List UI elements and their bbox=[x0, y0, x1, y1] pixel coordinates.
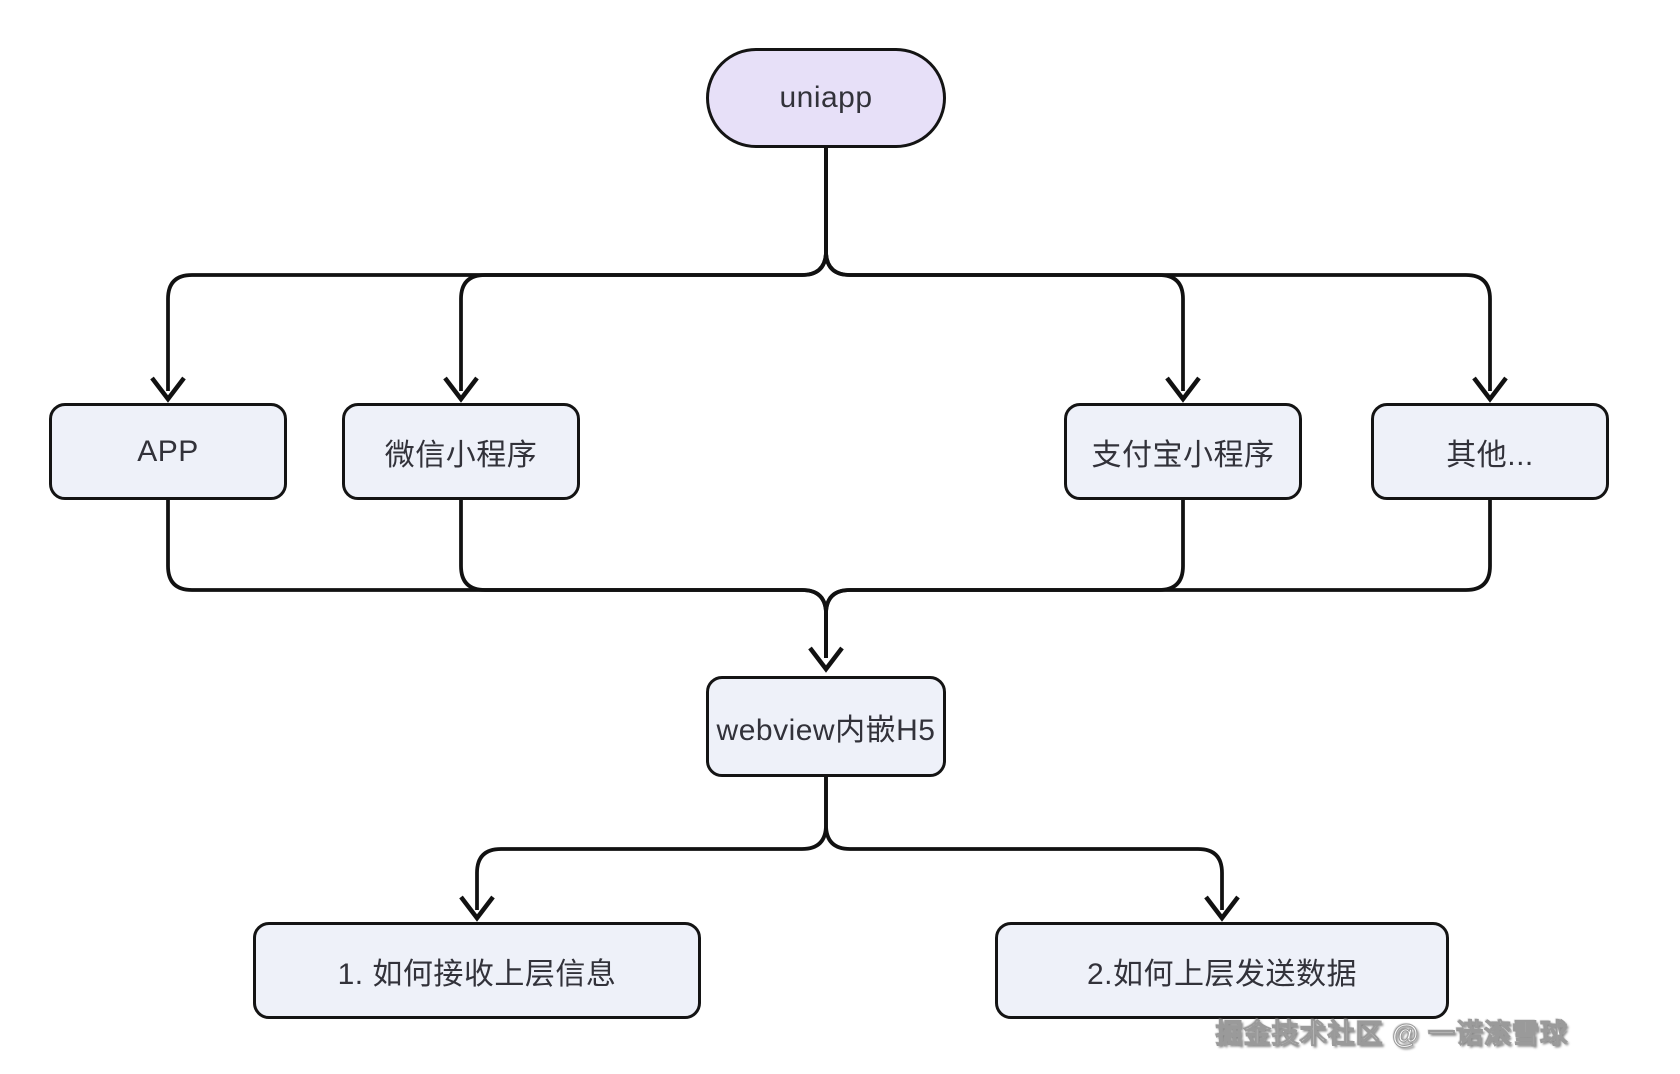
edge-uniapp-to-alipay bbox=[824, 148, 1185, 391]
node-app: APP bbox=[49, 403, 287, 500]
node-q1-label: 1. 如何接收上层信息 bbox=[337, 957, 617, 991]
node-webview-label: webview内嵌H5 bbox=[716, 713, 936, 747]
arrowhead-q2 bbox=[1204, 895, 1240, 922]
arrowhead-app bbox=[150, 376, 186, 403]
edge-uniapp-to-app bbox=[166, 148, 828, 391]
node-other-label: 其他... bbox=[1446, 438, 1534, 472]
node-alipay-label: 支付宝小程序 bbox=[1091, 438, 1275, 472]
edge-uniapp-to-other bbox=[824, 148, 1492, 391]
node-other: 其他... bbox=[1371, 403, 1609, 500]
node-wechat-label: 微信小程序 bbox=[384, 438, 538, 472]
arrowhead-wechat bbox=[443, 376, 479, 403]
node-alipay-miniprogram: 支付宝小程序 bbox=[1064, 403, 1302, 500]
node-q2-label: 2.如何上层发送数据 bbox=[1086, 957, 1358, 991]
node-app-label: APP bbox=[137, 434, 199, 468]
node-webview-h5: webview内嵌H5 bbox=[706, 676, 946, 777]
node-question-send-data-upper: 2.如何上层发送数据 bbox=[995, 922, 1449, 1019]
edge-app-to-webview bbox=[166, 500, 828, 658]
edge-wechat-to-webview bbox=[459, 500, 828, 658]
arrowhead-other bbox=[1472, 376, 1508, 403]
edge-alipay-to-webview bbox=[824, 500, 1185, 658]
arrowhead-webview bbox=[808, 646, 844, 673]
node-uniapp-label: uniapp bbox=[779, 81, 873, 114]
node-question-receive-upper-message: 1. 如何接收上层信息 bbox=[253, 922, 701, 1019]
watermark: 掘金技术社区 @ 一诺滚雪球 bbox=[1215, 1019, 1568, 1050]
edge-uniapp-to-wechat bbox=[459, 148, 828, 391]
arrowhead-q1 bbox=[459, 895, 495, 922]
edge-other-to-webview bbox=[824, 500, 1492, 658]
edge-webview-to-q2 bbox=[824, 777, 1224, 910]
node-wechat-miniprogram: 微信小程序 bbox=[342, 403, 580, 500]
arrowhead-alipay bbox=[1165, 376, 1201, 403]
node-uniapp: uniapp bbox=[706, 48, 946, 148]
edge-webview-to-q1 bbox=[475, 777, 828, 910]
